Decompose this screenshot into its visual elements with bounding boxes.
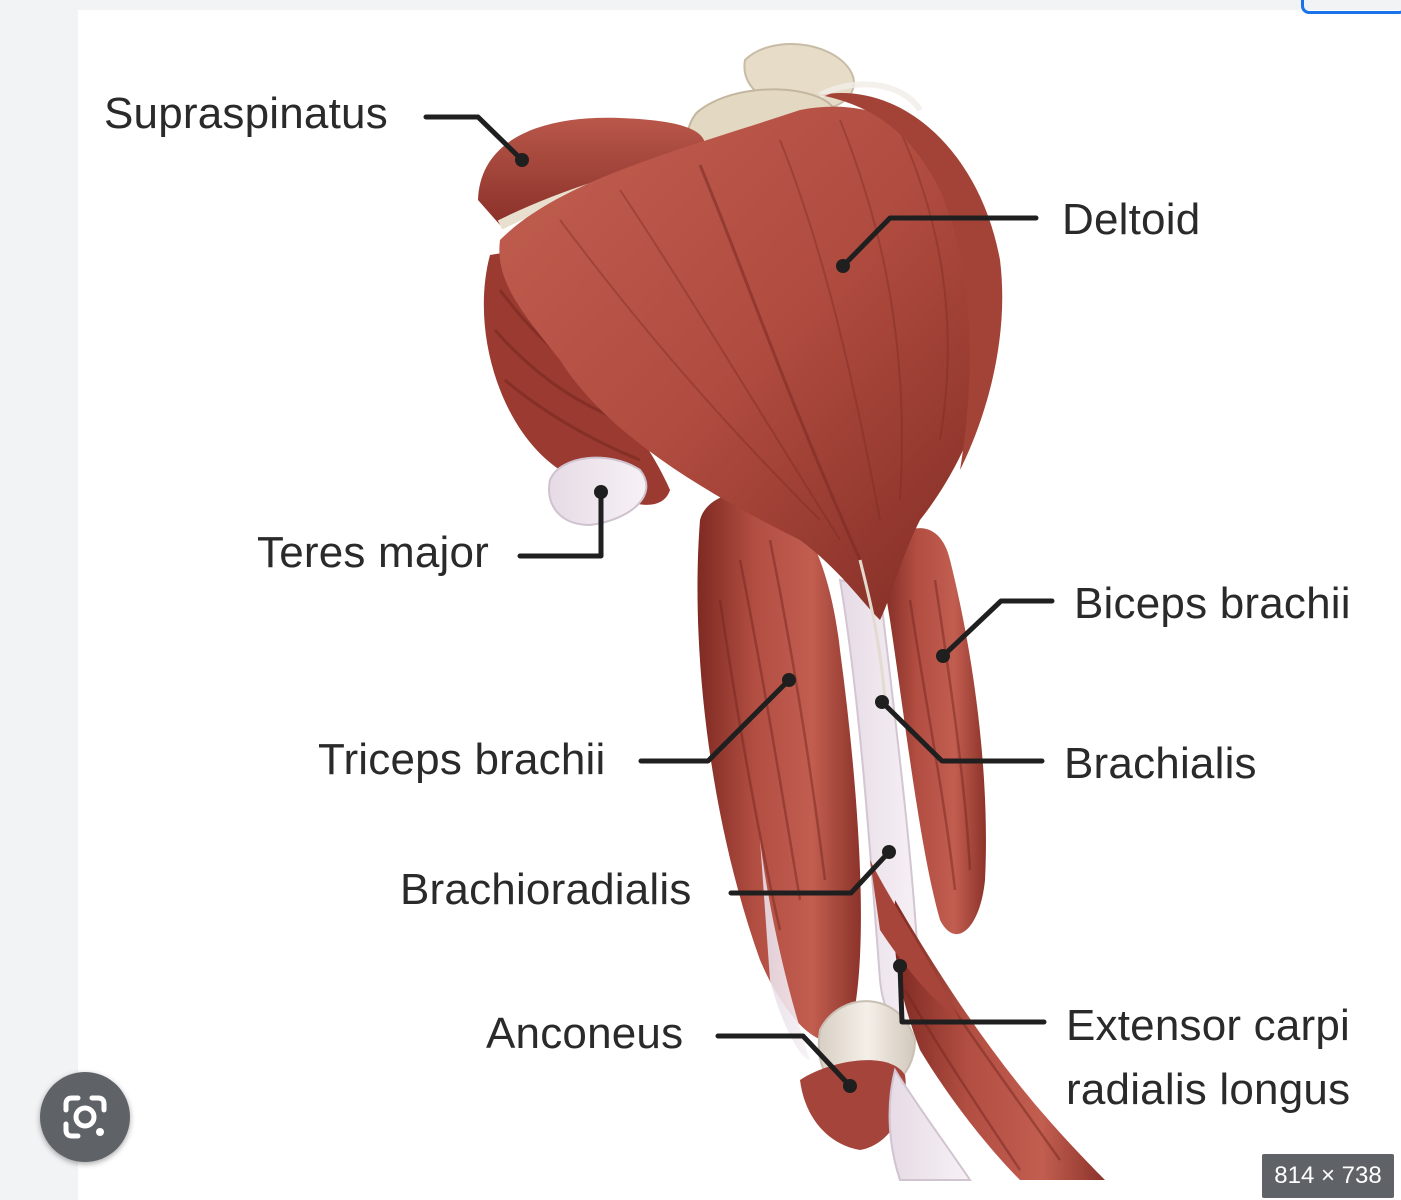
leader-anconeus: [715, 1033, 853, 1089]
label-anconeus: Anconeus: [486, 1009, 684, 1058]
pin-deltoid: [836, 259, 850, 273]
label-deltoid: Deltoid: [1062, 195, 1201, 244]
selection-outline: [1301, 0, 1401, 14]
pin-triceps-brachii: [782, 673, 796, 687]
triceps-brachii-muscle: [697, 490, 861, 1042]
pin-supraspinatus: [515, 153, 529, 167]
label-brachioradialis: Brachioradialis: [400, 865, 692, 914]
label-extensor-line-2: radialis longus: [1066, 1065, 1351, 1114]
pin-brachialis: [875, 695, 889, 709]
leader-triceps-brachii: [638, 677, 792, 764]
google-lens-icon: [63, 1095, 107, 1139]
left-gutter: [0, 10, 78, 1200]
leader-brachioradialis: [728, 849, 892, 896]
pin-anconeus: [843, 1079, 857, 1093]
label-brachialis: Brachialis: [1064, 739, 1257, 788]
leader-supraspinatus: [423, 114, 525, 163]
pin-teres-major: [594, 485, 608, 499]
leader-deltoid: [840, 215, 1039, 269]
leader-teres-major: [517, 489, 604, 559]
label-teres-major: Teres major: [257, 528, 490, 577]
extensor-carpi-radialis-longus-muscle: [894, 900, 1105, 1180]
pin-biceps-brachii: [936, 649, 950, 663]
anconeus-muscle: [800, 1060, 906, 1150]
top-edge: [0, 0, 1401, 10]
leader-brachialis: [879, 699, 1045, 764]
label-triceps-brachii: Triceps brachii: [318, 735, 606, 784]
leader-extensor-carpi-radialis-longus: [897, 963, 1047, 1025]
google-lens-button[interactable]: [40, 1072, 130, 1162]
label-extensor-line-1: Extensor carpi: [1066, 1001, 1351, 1050]
label-biceps-brachii: Biceps brachii: [1074, 579, 1351, 628]
biceps-brachii-muscle: [880, 528, 986, 935]
leader-biceps-brachii: [940, 598, 1055, 659]
pin-extensor-carpi-radialis-longus: [893, 959, 907, 973]
brachioradialis-muscle: [870, 860, 960, 1020]
label-supraspinatus: Supraspinatus: [104, 89, 388, 138]
pin-brachioradialis: [882, 845, 896, 859]
image-dimensions-badge: 814 × 738: [1262, 1154, 1394, 1198]
supraspinatus-muscle: [478, 117, 706, 225]
